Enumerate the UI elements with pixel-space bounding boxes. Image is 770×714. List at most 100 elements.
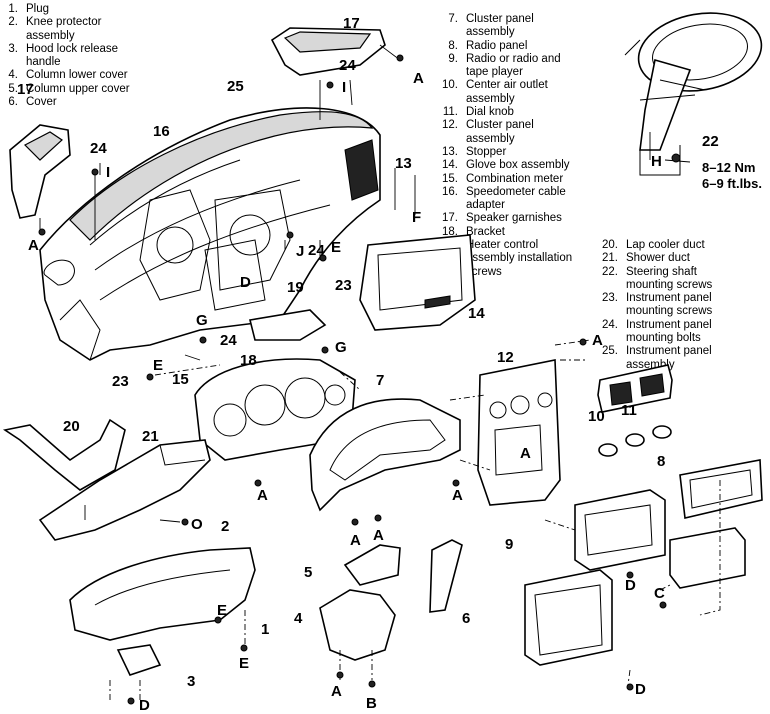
center-air-outlet — [597, 364, 673, 413]
legend-item-number: 20. — [602, 239, 618, 251]
legend-item-text: Cluster panel assembly — [466, 13, 534, 39]
legend-item: 9. Radio or radio and tape player — [440, 53, 640, 80]
callout-A-topright: A — [592, 332, 603, 349]
callout-23-mid: 23 — [335, 277, 352, 294]
callout-H: H — [651, 153, 662, 170]
legend-item-number: 17. — [442, 212, 458, 225]
callout-A-panel: A — [452, 487, 463, 504]
legend-item-number: 10. — [442, 79, 458, 92]
hood-lock-release-handle — [116, 644, 162, 676]
legend-item: 5.Column upper cover — [0, 83, 225, 96]
legend-item: 12. Cluster panel assembly — [440, 119, 640, 146]
bracket — [249, 309, 327, 341]
callout-11: 11 — [621, 402, 637, 419]
legend-item: 13. Stopper — [440, 146, 640, 159]
legend-item-text: Lap cooler duct — [626, 239, 705, 251]
cluster-panel — [309, 398, 461, 512]
legend-item: 20. Lap cooler duct — [600, 239, 770, 252]
callout-D-mid: D — [240, 274, 251, 291]
legend-item-number: 5. — [8, 82, 18, 95]
legend-item-text: Instrument panel assembly — [626, 345, 712, 371]
leader-lines — [39, 44, 721, 700]
callout-J: J — [296, 243, 304, 260]
callout-E-knee: E — [217, 602, 227, 619]
legend-item: 18.Bracket — [440, 226, 640, 239]
callout-21: 21 — [142, 428, 159, 445]
torque-ftlbs: 6–9 ft.lbs. — [702, 176, 762, 191]
radio-panel — [679, 459, 763, 519]
callout-E-low: E — [153, 357, 163, 374]
legend-item: 11.Dial knob — [440, 106, 640, 119]
callout-10: 10 — [588, 408, 605, 425]
fastener-markers — [38, 54, 681, 705]
steering-column — [624, 12, 763, 176]
legend-item-text: Cluster panel assembly — [466, 119, 534, 145]
callout-D-radio: D — [625, 577, 636, 594]
shower-duct — [38, 439, 211, 541]
column-upper-cover — [343, 544, 401, 586]
legend-item-number: 14. — [442, 159, 458, 172]
callout-A-cl2: A — [373, 527, 384, 544]
legend-item-text: Stopper — [466, 145, 507, 158]
callout-D-bottom: D — [139, 697, 150, 714]
legend-item-number: 1. — [8, 3, 18, 15]
legend-item-number: 13. — [442, 145, 458, 158]
legend-item-number: 7. — [448, 13, 458, 25]
legend-item: 16.Speedometer cable adapter — [440, 186, 640, 213]
legend-item-number: 24. — [602, 318, 618, 331]
legend-item-text: Combination meter — [466, 172, 564, 185]
legend-item-number: 3. — [8, 42, 18, 55]
legend-item-number: 23. — [602, 292, 618, 305]
legend-item-number: 9. — [448, 52, 458, 65]
callout-A-meter: A — [257, 487, 268, 504]
callout-23-low: 23 — [112, 373, 129, 390]
legend-item-number: 15. — [442, 172, 458, 185]
callout-6: 6 — [462, 610, 470, 627]
callout-A-cluster: A — [520, 445, 531, 462]
callout-19: 19 — [287, 279, 304, 296]
callout-A-top: A — [413, 70, 424, 87]
callout-A-bottom: A — [331, 683, 342, 700]
callout-22: 22 — [702, 133, 719, 150]
legend-item-text: Radio or radio and tape player — [466, 52, 561, 79]
legend-item: 21.Shower duct — [600, 252, 770, 265]
legend-item-text: Speaker garnishes — [466, 212, 562, 225]
callout-24-top: 24 — [339, 57, 356, 74]
callout-5: 5 — [304, 564, 312, 581]
legend-item-number: 4. — [8, 69, 18, 82]
callout-15: 15 — [172, 371, 189, 388]
callout-E-plug: E — [239, 655, 249, 672]
legend-item-number: 12. — [442, 119, 458, 132]
legend-item: 3. Hood lock release handle — [0, 43, 225, 70]
center-cluster-panel — [477, 359, 561, 506]
legend-item-text: Dial knob — [466, 106, 514, 119]
callout-20: 20 — [63, 418, 80, 435]
legend-item-text: Hood lock release handle — [26, 42, 119, 69]
callout-25: 25 — [227, 78, 244, 95]
legend-item-text: Instrument panel mounting bolts — [626, 318, 712, 345]
legend-item: 24. Instrument panel mounting bolts — [600, 319, 770, 346]
callout-G-left: G — [196, 312, 208, 329]
callout-24-low: 24 — [220, 332, 237, 349]
legend-item: 17. Speaker garnishes — [440, 212, 640, 225]
legend-item-text: Shower duct — [626, 252, 690, 265]
callout-3: 3 — [187, 673, 195, 690]
callout-B: B — [366, 695, 377, 712]
callout-9: 9 — [505, 536, 513, 553]
legend-item-text: Heater control assembly installation scr… — [466, 239, 573, 278]
legend-item-number: 16. — [442, 185, 458, 198]
legend-item: 2.Knee protector assembly — [0, 16, 225, 43]
legend-item: 15. Combination meter — [440, 173, 640, 186]
legend-item-text: Column lower cover — [26, 69, 128, 82]
callout-8: 8 — [657, 453, 665, 470]
dial-knobs — [598, 425, 672, 457]
instrument-panel-assembly — [39, 107, 381, 361]
legend-item-text: Knee protector assembly — [26, 16, 102, 42]
callout-16: 16 — [153, 123, 170, 140]
callout-D-radio-bottom: D — [635, 681, 646, 698]
legend-item: 14.Glove box assembly — [440, 159, 640, 172]
